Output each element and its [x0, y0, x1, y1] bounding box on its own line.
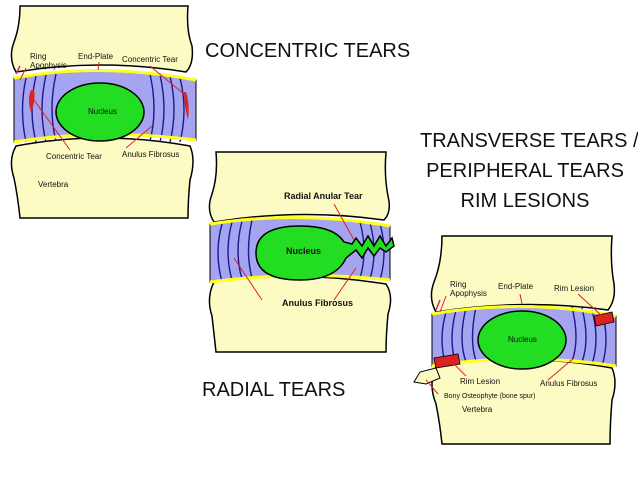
nucleus [255, 225, 395, 281]
heading-transverse-tears: TRANSVERSE TEARS / [420, 130, 638, 152]
label-nucleus: Nucleus [88, 107, 117, 116]
leader-lines [233, 203, 357, 301]
heading-rim-lesions: RIM LESIONS [460, 190, 590, 212]
nucleus [55, 82, 145, 142]
upper-vertebra [430, 235, 616, 313]
end-plate-top [13, 69, 197, 82]
end-plate-top [431, 305, 617, 318]
leader-lines [19, 61, 185, 151]
heading-concentric-tears: CONCENTRIC TEARS [205, 40, 411, 62]
end-plate-top [209, 216, 391, 228]
panel-rim-lesions [413, 235, 617, 445]
label-anulus-fibrosus: Anulus Fibrosus [122, 150, 180, 159]
label-rim-lesion-bottom: Rim Lesion [460, 377, 501, 386]
label-end-plate: End-Plate [498, 282, 534, 291]
label-end-plate: End-Plate [78, 52, 114, 61]
label-anulus-fibrosus: Anulus Fibrosus [540, 379, 598, 388]
label-concentric-tear-bottom: Concentric Tear [46, 152, 102, 161]
lower-vertebra [431, 358, 616, 445]
bony-osteophyte [413, 367, 441, 385]
concentric-tear-left [29, 90, 35, 112]
heading-radial-tears: RADIAL TEARS [202, 379, 346, 401]
label-ring-apophysis: Ring Apophysis [30, 52, 67, 70]
label-vertebra: Vertebra [462, 405, 493, 414]
label-nucleus: Nucleus [508, 335, 537, 344]
label-vertebra: Vertebra [38, 180, 69, 189]
label-radial-anular-tear: Radial Anular Tear [284, 191, 363, 201]
label-nucleus: Nucleus [286, 246, 322, 256]
leader-lines [425, 293, 603, 395]
label-concentric-tear-top: Concentric Tear [122, 55, 178, 64]
upper-vertebra [208, 151, 391, 223]
label-ring-apophysis: Ring Apophysis [450, 280, 487, 298]
upper-vertebra [10, 5, 194, 73]
rim-lesion-top [593, 311, 615, 327]
ring-apophysis-mark [15, 65, 21, 75]
concentric-tear-right [184, 92, 189, 120]
lower-vertebra [208, 275, 392, 353]
panel-concentric-tears [10, 5, 197, 219]
label-bony-osteophyte: Bony Osteophyte (bone spur) [444, 393, 536, 400]
nucleus [477, 310, 567, 370]
ring-apophysis-mark [435, 299, 441, 311]
label-rim-lesion-top: Rim Lesion [554, 284, 595, 293]
rim-lesion-bottom [433, 353, 461, 369]
label-anulus-fibrosus: Anulus Fibrosus [282, 298, 354, 308]
heading-peripheral-tears: PERIPHERAL TEARS [426, 160, 624, 182]
panel-radial-tears [208, 151, 395, 353]
